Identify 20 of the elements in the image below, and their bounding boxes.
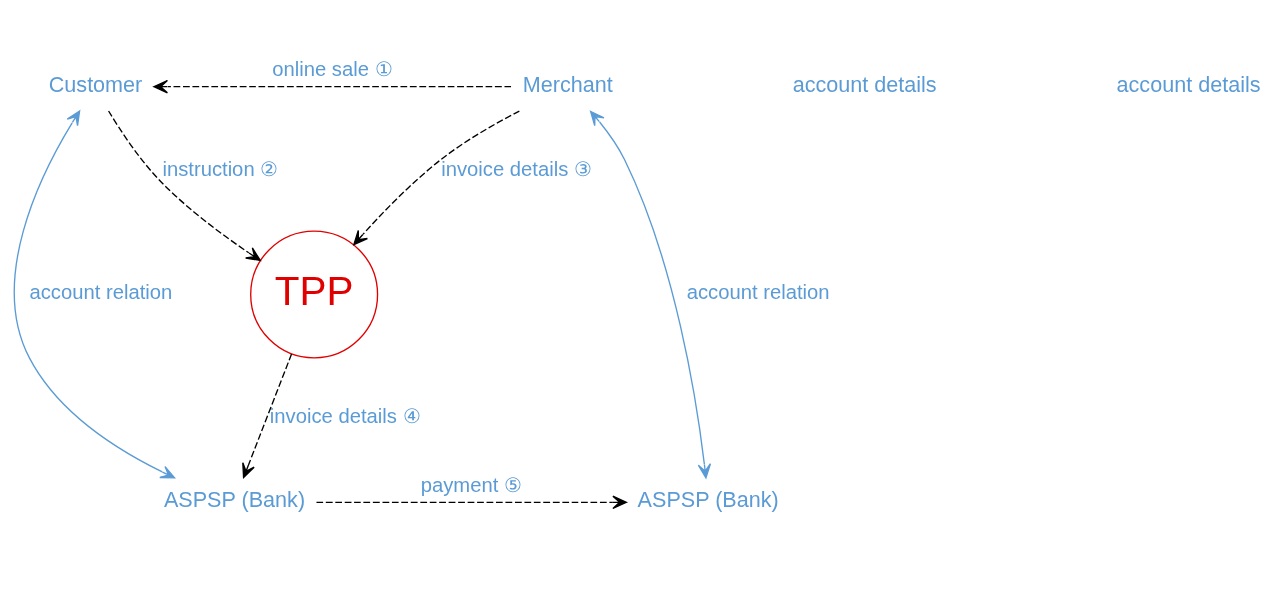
arrow — [153, 79, 512, 94]
label: account details — [1116, 71, 1261, 97]
node-text: ASPSP (Bank) — [637, 487, 779, 513]
node-text: ASPSP (Bank) — [163, 487, 306, 513]
edge-label: instruction ② — [162, 157, 279, 180]
node-text: Customer — [48, 71, 143, 97]
arrow — [589, 110, 712, 479]
edge-label: invoice details ③ — [441, 157, 592, 180]
arrow — [242, 353, 293, 479]
edge-label: account relation — [686, 281, 830, 304]
edge-label: online sale ① — [272, 57, 393, 80]
edge-label: account relation — [29, 281, 173, 304]
arrow — [13, 110, 176, 479]
arrow — [107, 110, 261, 262]
arrow — [353, 110, 520, 246]
edge-label: payment ⑤ — [420, 473, 522, 496]
node-text: Merchant — [522, 71, 613, 97]
edge-label: invoice details ④ — [269, 404, 421, 427]
label: account details — [792, 71, 937, 97]
arrow — [315, 495, 628, 510]
